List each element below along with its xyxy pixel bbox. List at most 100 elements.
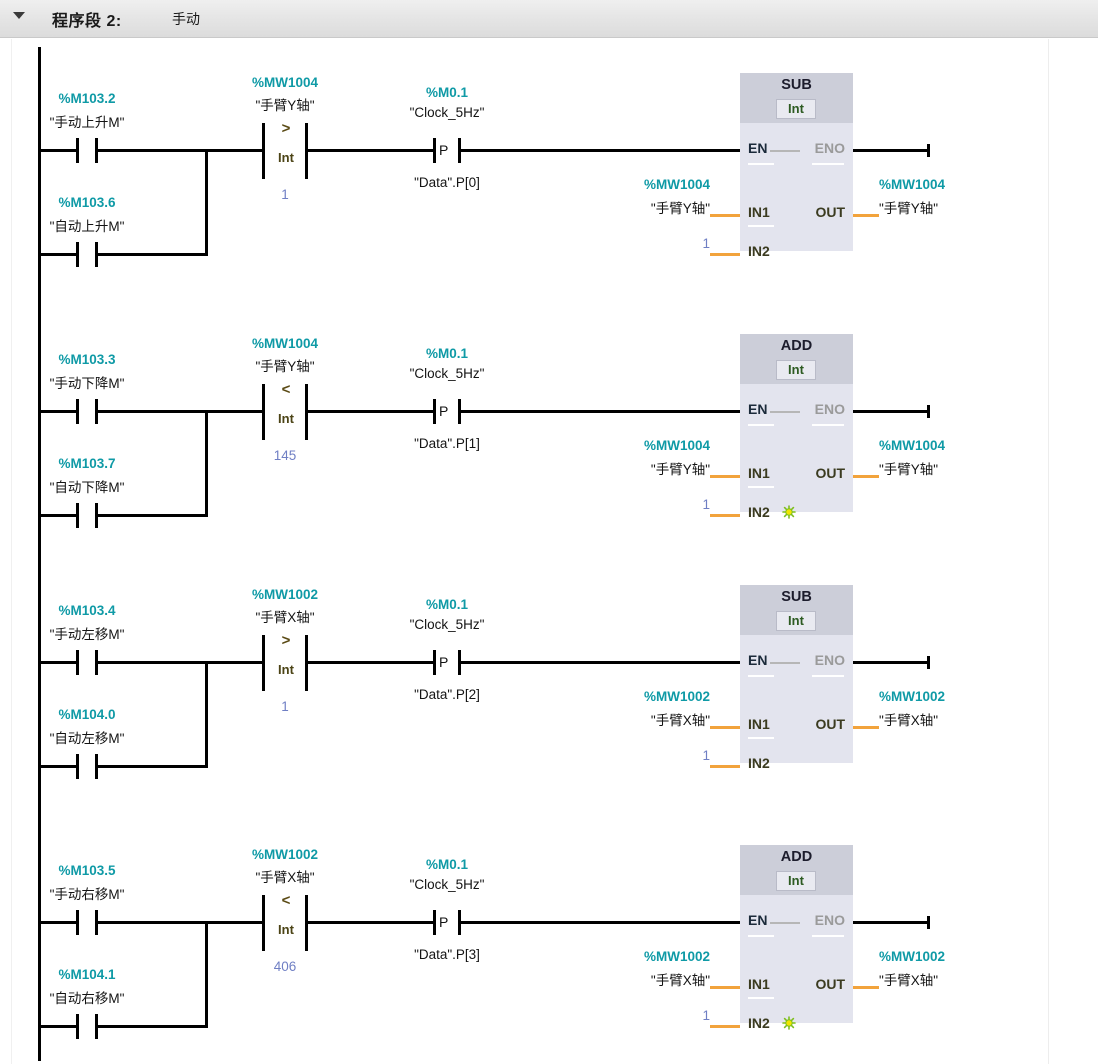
contact-bar-left [76, 503, 79, 528]
wire-rail-to-contact1 [38, 921, 76, 924]
block-eno-label: ENO [814, 401, 845, 417]
block-name: SUB [781, 77, 812, 93]
block-in2-value: 1 [702, 497, 710, 512]
contact-2[interactable] [76, 754, 98, 779]
compare-type: Int [278, 922, 294, 937]
block-in1-underline [748, 997, 774, 999]
compare-address: %MW1004 [251, 75, 319, 90]
wire-branch-right [205, 410, 208, 517]
contact-2[interactable] [76, 1014, 98, 1039]
link-out [853, 726, 879, 729]
contact-bar-right [95, 1014, 98, 1039]
wire-compare-to-edge [305, 410, 433, 413]
block-eno-line [770, 662, 800, 664]
contact-1[interactable] [76, 650, 98, 675]
edge-p-label: P [439, 403, 449, 419]
ladder-canvas[interactable]: %M103.2"手动上升M"%M103.6"自动上升M">Int%MW1004"… [0, 39, 1098, 1064]
contact-2-symbol: "自动上升M" [49, 219, 125, 234]
block-in1-label: IN1 [748, 976, 770, 992]
wire-join-to-compare [205, 661, 262, 664]
link-in1 [710, 986, 740, 989]
link-in2 [710, 514, 740, 517]
rung-2: %M103.3"手动下降M"%M103.7"自动下降M"<Int%MW1004"… [0, 39, 1098, 1064]
edge-address: %M0.1 [425, 597, 469, 612]
wire-contact2-to-join [95, 765, 208, 768]
edge-memory-bit: "Data".P[1] [414, 436, 480, 451]
link-out [853, 214, 879, 217]
rung-4: %M103.5"手动右移M"%M104.1"自动右移M"<Int%MW1002"… [0, 39, 1098, 1064]
add-parameter-star-icon[interactable] [782, 505, 796, 519]
wire-compare-to-edge [305, 149, 433, 152]
block-out-symbol: "手臂Y轴" [879, 462, 939, 477]
wire-branch-right [205, 149, 208, 256]
rung-3: %M103.4"手动左移M"%M104.0"自动左移M">Int%MW1002"… [0, 39, 1098, 1064]
compare-address: %MW1004 [251, 336, 319, 351]
block-in1-symbol: "手臂Y轴" [650, 462, 710, 477]
edge-p-label: P [439, 914, 449, 930]
contact-bar-right [95, 399, 98, 424]
block-en-label: EN [748, 912, 768, 928]
block-eno-label: ENO [814, 140, 845, 156]
wire-contact1-to-join [95, 921, 208, 924]
contact-1-address: %M103.2 [58, 91, 116, 106]
canvas-right-border [1048, 39, 1049, 1064]
wire-contact2-to-join [95, 1025, 208, 1028]
block-name: SUB [781, 589, 812, 605]
block-in1-address: %MW1002 [643, 689, 710, 704]
triangle-down-icon[interactable] [13, 12, 25, 19]
block-en-underline [748, 163, 774, 165]
block-out-symbol: "手臂Y轴" [879, 201, 939, 216]
wire-edge-to-block [458, 149, 740, 152]
positive-edge-contact[interactable]: P [433, 910, 461, 935]
compare-contact[interactable]: < Int [262, 892, 308, 951]
contact-1[interactable] [76, 399, 98, 424]
contact-2-address: %M103.6 [58, 195, 116, 210]
contact-bar-right [95, 242, 98, 267]
block-en-label: EN [748, 140, 768, 156]
output-terminator [927, 656, 930, 669]
contact-bar-left [76, 1014, 79, 1039]
block-in1-address: %MW1004 [643, 177, 710, 192]
contact-2[interactable] [76, 503, 98, 528]
compare-type: Int [278, 150, 294, 165]
compare-bar-left [262, 123, 265, 179]
block-in1-symbol: "手臂X轴" [650, 713, 710, 728]
wire-edge-to-block [458, 661, 740, 664]
block-in2-label: IN2 [748, 755, 770, 771]
compare-address: %MW1002 [251, 587, 319, 602]
block-out-address: %MW1002 [879, 689, 946, 704]
compare-operator: < [281, 892, 291, 909]
contact-1-address: %M103.5 [58, 863, 116, 878]
compare-address: %MW1002 [251, 847, 319, 862]
wire-block-output [853, 921, 930, 924]
contact-1[interactable] [76, 138, 98, 163]
wire-rail-to-contact2 [38, 765, 76, 768]
wire-branch-left [38, 149, 41, 256]
wire-join-to-compare [205, 410, 262, 413]
wire-contact1-to-join [95, 661, 208, 664]
edge-address: %M0.1 [425, 857, 469, 872]
contact-2[interactable] [76, 242, 98, 267]
edge-bar-left [433, 650, 436, 675]
canvas-left-border [11, 39, 12, 1064]
wire-branch-right [205, 921, 208, 1028]
block-in1-address: %MW1004 [643, 438, 710, 453]
network-header: 程序段 2: 手动 [0, 0, 1098, 38]
block-name: ADD [780, 338, 813, 354]
output-terminator [927, 144, 930, 157]
link-in1 [710, 726, 740, 729]
add-parameter-star-icon[interactable] [782, 1016, 796, 1030]
block-eno-underline [812, 163, 844, 165]
contact-1[interactable] [76, 910, 98, 935]
block-in1-label: IN1 [748, 716, 770, 732]
edge-address: %M0.1 [425, 346, 469, 361]
contact-1-address: %M103.4 [58, 603, 116, 618]
block-in2-label: IN2 [748, 243, 770, 259]
wire-rail-to-contact1 [38, 410, 76, 413]
block-in2-label: IN2 [748, 504, 770, 520]
block-type-badge: Int [776, 871, 816, 891]
